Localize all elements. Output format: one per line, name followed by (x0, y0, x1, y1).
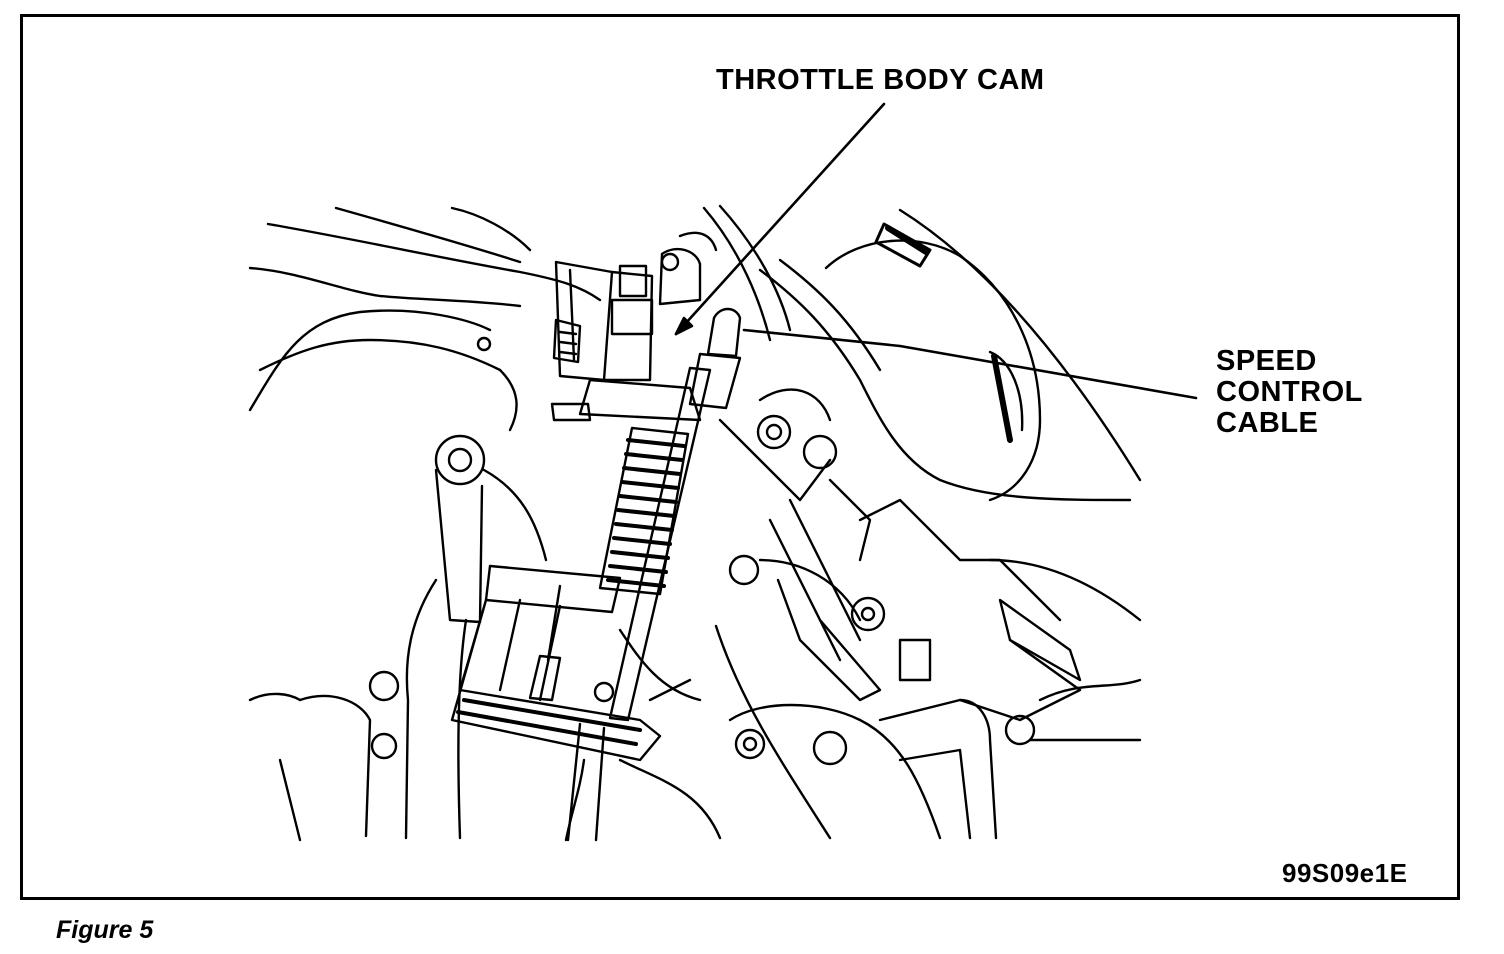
throttle-body-cam-label: THROTTLE BODY CAM (716, 64, 1045, 96)
left-linkage (248, 434, 548, 842)
speed-control-cable-line-1: SPEED (1216, 345, 1317, 377)
figure-code: 99S09e1E (1282, 858, 1408, 888)
right-engine-parts (702, 204, 1142, 746)
figure-caption: Figure 5 (56, 916, 154, 944)
throttle-bracket (550, 231, 718, 422)
speed-control-cable-label: SPEED CONTROL CABLE (1216, 346, 1363, 439)
leader-lines (674, 102, 1198, 400)
cable-rod (528, 307, 742, 722)
figure-frame (20, 14, 1460, 900)
cable-bracket (450, 564, 662, 842)
air-duct-lines (248, 206, 602, 432)
lower-castings (618, 624, 998, 840)
speed-control-cable-line-3: CABLE (1216, 407, 1319, 439)
speed-control-cable-line-2: CONTROL (1216, 376, 1363, 408)
return-spring (598, 426, 690, 596)
